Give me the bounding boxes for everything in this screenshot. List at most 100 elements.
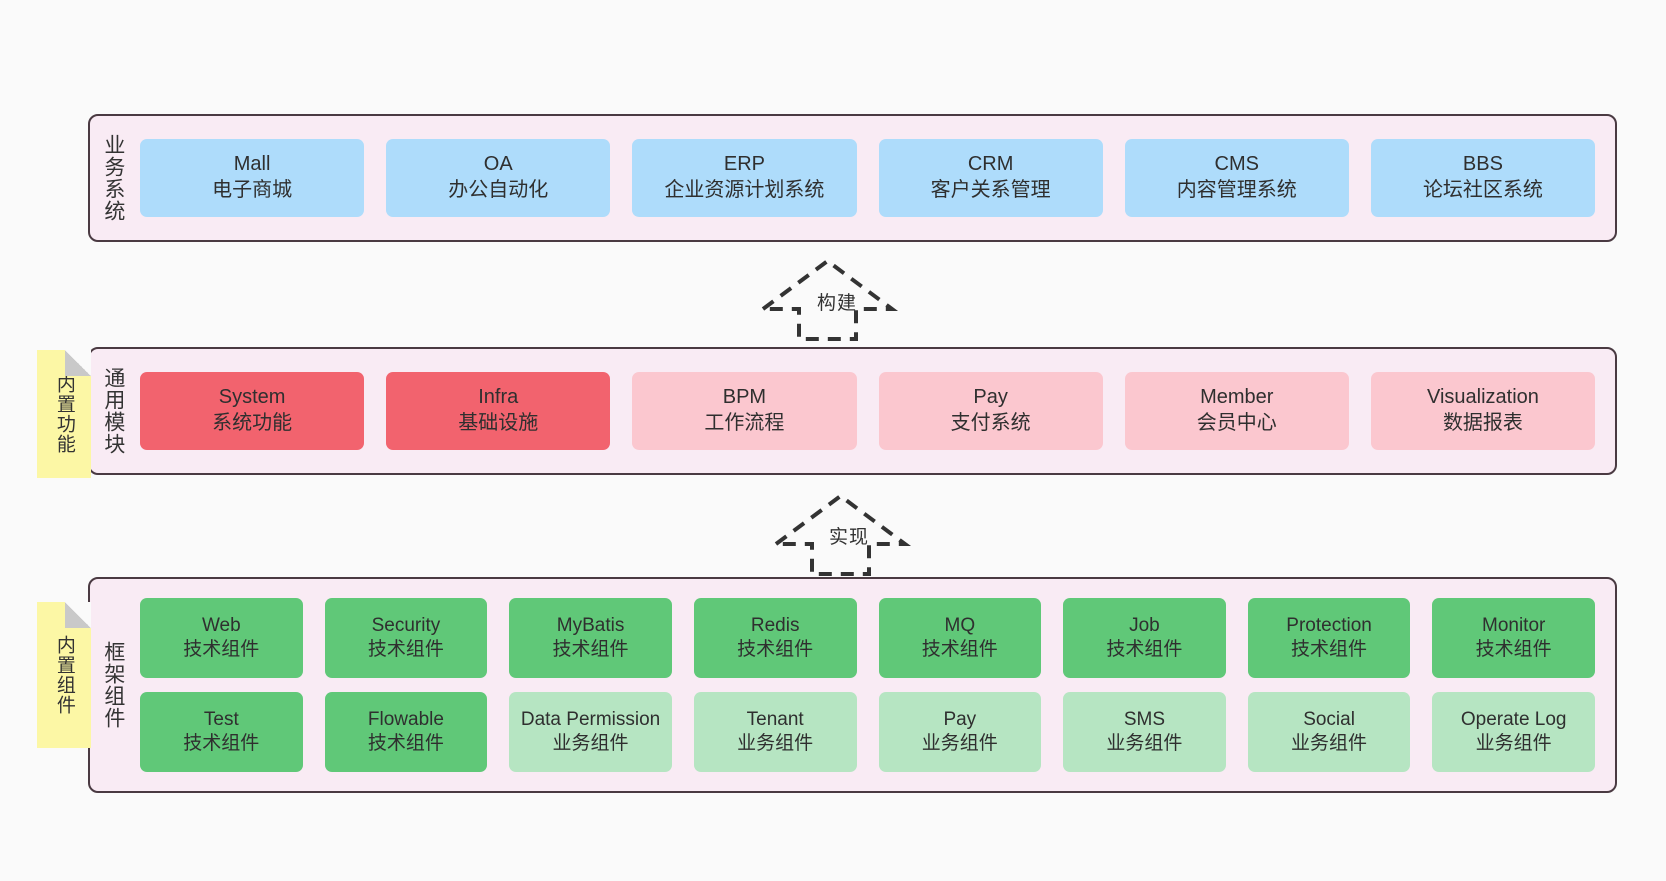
card-title: Redis — [750, 614, 800, 636]
card-title: ERP — [723, 153, 765, 176]
card-subtitle: 技术组件 — [552, 639, 629, 660]
module-card-infra[interactable]: Infra 基础设施 — [386, 372, 611, 450]
component-card-monitor[interactable]: Monitor 技术组件 — [1432, 598, 1595, 678]
arrow-build-label: 构建 — [817, 293, 858, 314]
component-card-social[interactable]: Social 业务组件 — [1247, 692, 1411, 772]
layer-body-business-systems: Mall 电子商城 OA 办公自动化 ERP 企业资源计划系统 CRM 客户关系… — [136, 116, 1615, 240]
card-subtitle: 技术组件 — [183, 639, 260, 660]
layer-business-systems: 业务系统 Mall 电子商城 OA 办公自动化 ERP 企业资源计划系统 CRM… — [88, 114, 1617, 242]
card-title: Infra — [478, 386, 519, 409]
card-title: Data Permission — [520, 708, 661, 730]
row: Mall 电子商城 OA 办公自动化 ERP 企业资源计划系统 CRM 客户关系… — [140, 139, 1596, 217]
card-title: Pay — [943, 708, 977, 730]
card-subtitle: 客户关系管理 — [930, 179, 1051, 201]
card-subtitle: 业务组件 — [1291, 733, 1368, 754]
card-subtitle: 企业资源计划系统 — [664, 179, 825, 201]
card-subtitle: 基础设施 — [458, 412, 539, 434]
card-title: CMS — [1214, 153, 1259, 176]
card-title: System — [218, 386, 286, 409]
component-card-data-permission[interactable]: Data Permission 业务组件 — [509, 692, 672, 772]
card-title: Test — [203, 708, 239, 730]
card-title: Visualization — [1426, 386, 1539, 409]
card-title: Operate Log — [1460, 708, 1567, 730]
component-card-test[interactable]: Test 技术组件 — [140, 692, 303, 772]
component-card-operate-log[interactable]: Operate Log 业务组件 — [1432, 692, 1595, 772]
module-card-visualization[interactable]: Visualization 数据报表 — [1370, 372, 1596, 450]
component-card-mybatis[interactable]: MyBatis 技术组件 — [509, 598, 672, 678]
component-card-redis[interactable]: Redis 技术组件 — [693, 598, 857, 678]
module-card-crm[interactable]: CRM 客户关系管理 — [878, 139, 1103, 217]
card-title: Web — [201, 614, 241, 636]
module-card-mall[interactable]: Mall 电子商城 — [140, 139, 365, 217]
card-title: Security — [371, 614, 441, 636]
module-card-pay[interactable]: Pay 支付系统 — [878, 372, 1103, 450]
layer-body-common-modules: System 系统功能 Infra 基础设施 BPM 工作流程 Pay 支付系统… — [136, 349, 1615, 473]
card-subtitle: 数据报表 — [1442, 412, 1523, 434]
component-card-tenant[interactable]: Tenant 业务组件 — [693, 692, 857, 772]
card-subtitle: 业务组件 — [921, 733, 998, 754]
card-subtitle: 业务组件 — [737, 733, 814, 754]
arrow-implement-label: 实现 — [829, 527, 870, 548]
card-title: Protection — [1286, 614, 1372, 636]
component-card-flowable[interactable]: Flowable 技术组件 — [324, 692, 488, 772]
layer-framework-components: 框架组件 Web 技术组件 Security 技术组件 MyBatis 技术组件… — [88, 577, 1617, 793]
row: Web 技术组件 Security 技术组件 MyBatis 技术组件 Redi… — [140, 598, 1595, 678]
card-subtitle: 内容管理系统 — [1176, 179, 1297, 201]
card-subtitle: 办公自动化 — [448, 179, 549, 201]
card-title: Pay — [973, 386, 1008, 409]
card-title: Mall — [233, 153, 271, 176]
row: System 系统功能 Infra 基础设施 BPM 工作流程 Pay 支付系统… — [140, 372, 1596, 450]
component-card-pay[interactable]: Pay 业务组件 — [878, 692, 1042, 772]
card-title: BPM — [722, 386, 767, 409]
component-card-job[interactable]: Job 技术组件 — [1063, 598, 1226, 678]
module-card-erp[interactable]: ERP 企业资源计划系统 — [632, 139, 857, 217]
card-subtitle: 技术组件 — [737, 639, 814, 660]
module-card-bbs[interactable]: BBS 论坛社区系统 — [1370, 139, 1596, 217]
card-title: SMS — [1123, 708, 1166, 730]
card-subtitle: 业务组件 — [1106, 733, 1183, 754]
card-subtitle: 技术组件 — [1475, 639, 1552, 660]
card-subtitle: 会员中心 — [1196, 412, 1277, 434]
card-title: BBS — [1462, 153, 1503, 176]
module-card-cms[interactable]: CMS 内容管理系统 — [1124, 139, 1349, 217]
sticky-note-builtin-functions: 内置功能 — [37, 350, 91, 478]
layer-common-modules: 通用模块 System 系统功能 Infra 基础设施 BPM 工作流程 Pay… — [88, 347, 1617, 475]
module-card-oa[interactable]: OA 办公自动化 — [386, 139, 611, 217]
card-subtitle: 业务组件 — [1475, 733, 1552, 754]
module-card-system[interactable]: System 系统功能 — [140, 372, 365, 450]
card-title: Flowable — [367, 708, 444, 730]
sticky-note-builtin-components: 内置组件 — [37, 602, 91, 748]
card-subtitle: 技术组件 — [367, 639, 444, 660]
card-title: Job — [1129, 614, 1160, 636]
card-subtitle: 支付系统 — [950, 412, 1031, 434]
layer-body-framework-components: Web 技术组件 Security 技术组件 MyBatis 技术组件 Redi… — [136, 579, 1615, 791]
component-card-mq[interactable]: MQ 技术组件 — [878, 598, 1042, 678]
card-subtitle: 技术组件 — [367, 733, 444, 754]
component-card-security[interactable]: Security 技术组件 — [324, 598, 488, 678]
card-subtitle: 电子商城 — [212, 179, 293, 201]
layer-label-framework-components: 框架组件 — [101, 641, 125, 729]
row: Test 技术组件 Flowable 技术组件 Data Permission … — [140, 692, 1595, 772]
card-subtitle: 业务组件 — [552, 733, 629, 754]
module-card-bpm[interactable]: BPM 工作流程 — [632, 372, 857, 450]
card-subtitle: 技术组件 — [1291, 639, 1368, 660]
component-card-protection[interactable]: Protection 技术组件 — [1247, 598, 1411, 678]
card-title: CRM — [967, 153, 1014, 176]
card-subtitle: 技术组件 — [921, 639, 998, 660]
card-subtitle: 系统功能 — [212, 412, 293, 434]
component-card-web[interactable]: Web 技术组件 — [140, 598, 303, 678]
card-subtitle: 技术组件 — [1106, 639, 1183, 660]
card-subtitle: 工作流程 — [704, 412, 785, 434]
card-title: Social — [1303, 708, 1355, 730]
card-title: OA — [483, 153, 513, 176]
card-title: MQ — [944, 614, 976, 636]
card-title: Monitor — [1482, 614, 1546, 636]
module-card-member[interactable]: Member 会员中心 — [1124, 372, 1349, 450]
card-title: Tenant — [746, 708, 804, 730]
card-subtitle: 技术组件 — [183, 733, 260, 754]
card-title: MyBatis — [556, 614, 625, 636]
card-subtitle: 论坛社区系统 — [1422, 179, 1543, 201]
component-card-sms[interactable]: SMS 业务组件 — [1063, 692, 1226, 772]
layer-label-business-systems: 业务系统 — [101, 134, 125, 222]
